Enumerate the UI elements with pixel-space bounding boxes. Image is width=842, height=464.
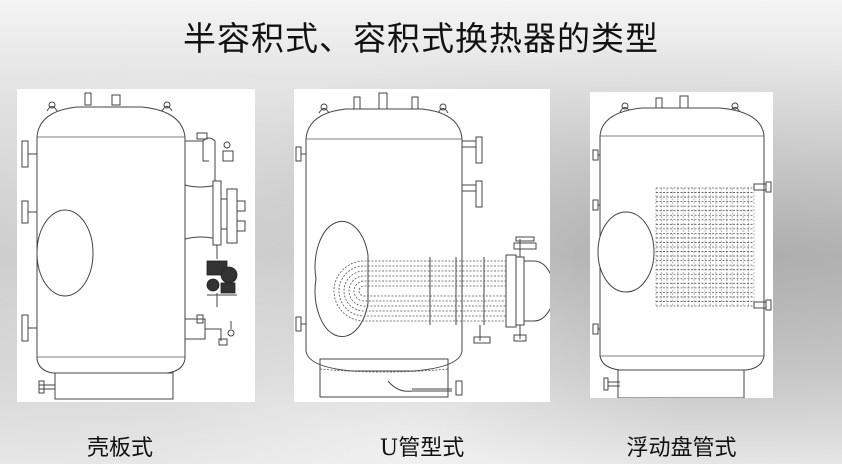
coil-bundle bbox=[655, 187, 755, 307]
u-tube-heat-exchanger-icon bbox=[295, 92, 550, 398]
shell-plate-figure bbox=[17, 89, 255, 402]
page-title: 半容积式、容积式换热器的类型 bbox=[183, 19, 659, 58]
floating-coil-heat-exchanger-icon bbox=[592, 95, 772, 398]
u-tube-figure bbox=[294, 89, 550, 402]
caption-shell-plate: 壳板式 bbox=[86, 436, 153, 461]
floating-coil-figure bbox=[590, 92, 773, 398]
caption-floating-coil: 浮动盘管式 bbox=[626, 436, 737, 461]
shell-plate-heat-exchanger-icon bbox=[21, 92, 246, 400]
caption-u-tube: U管型式 bbox=[379, 436, 465, 461]
